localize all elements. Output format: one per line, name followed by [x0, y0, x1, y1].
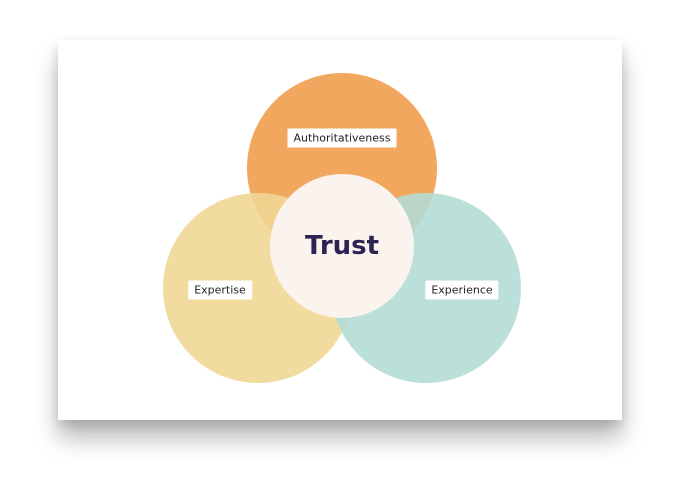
expertise-label: Expertise [188, 280, 252, 300]
authoritativeness-label: Authoritativeness [287, 128, 397, 148]
trust-label: Trust [304, 231, 380, 261]
venn-diagram [163, 73, 521, 383]
diagram-card: Authoritativeness Expertise Experience T… [58, 40, 622, 420]
trust-circle [270, 174, 414, 318]
experience-label: Experience [425, 280, 499, 300]
